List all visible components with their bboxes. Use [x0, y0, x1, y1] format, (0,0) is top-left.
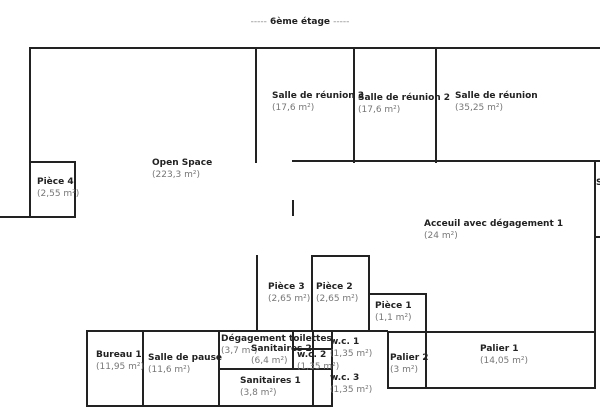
room-wc-3: w.c. 3(1,35 m²)	[330, 373, 373, 395]
wall	[387, 331, 389, 388]
room-piece-1: Pièce 1(1,1 m²)	[375, 301, 412, 323]
room-piece-4: Pièce 4(2,55 m²)	[37, 177, 80, 199]
wall	[29, 47, 600, 49]
wall	[86, 405, 332, 407]
room-bureau-1: Bureau 1(11,95 m²)	[96, 350, 145, 372]
wall	[387, 331, 596, 333]
wall	[256, 255, 258, 331]
wall	[594, 160, 596, 388]
wall	[255, 47, 257, 163]
floor-title: ----- 6ème étage -----	[250, 17, 350, 27]
wall	[312, 330, 314, 407]
wall	[218, 368, 332, 370]
room-salle-de-pause: Salle de pause(11,6 m²)	[148, 353, 223, 375]
room-wc-2: w.c. 2(1,35 m²)	[297, 350, 340, 372]
wall	[292, 200, 294, 216]
room-salle-reunion-3: Salle de réunion 3(17,6 m²)	[272, 91, 365, 113]
room-sanitaires-1: Sanitaires 1(3,8 m²)	[240, 376, 301, 398]
room-piece-2: Pièce 2(2,65 m²)	[316, 282, 359, 304]
wall	[311, 255, 313, 331]
wall	[425, 293, 427, 388]
wall	[594, 236, 600, 238]
room-palier-2: Palier 2(3 m²)	[390, 353, 429, 375]
room-wc-1: w.c. 1(1,35 m²)	[330, 337, 373, 359]
wall	[86, 330, 388, 332]
wall	[435, 47, 437, 163]
room-open-space: Open Space(223,3 m²)	[152, 158, 213, 180]
room-piece-3: Pièce 3(2,65 m²)	[268, 282, 311, 304]
wall	[368, 293, 426, 295]
wall	[86, 330, 88, 407]
wall	[74, 161, 76, 218]
wall	[29, 161, 75, 163]
room-cut-off: S	[596, 178, 600, 188]
wall	[387, 387, 596, 389]
wall	[292, 160, 600, 162]
room-palier-1: Palier 1(14,05 m²)	[480, 344, 529, 366]
wall	[331, 330, 333, 407]
room-accueil: Acceuil avec dégagement 1(24 m²)	[424, 219, 564, 241]
wall	[311, 255, 369, 257]
wall	[353, 47, 355, 163]
room-sanitaires-2: Sanitaires 2(6,4 m²)	[251, 344, 312, 366]
room-salle-reunion-1: Salle de réunion(35,25 m²)	[455, 91, 538, 113]
wall	[292, 348, 332, 350]
wall	[29, 47, 31, 218]
wall	[0, 216, 75, 218]
room-salle-reunion-2: Salle de réunion 2(17,6 m²)	[358, 93, 451, 115]
wall	[142, 330, 144, 407]
room-degagement-toilettes: Dégagement toilettes(3,7 m²)	[221, 334, 332, 356]
